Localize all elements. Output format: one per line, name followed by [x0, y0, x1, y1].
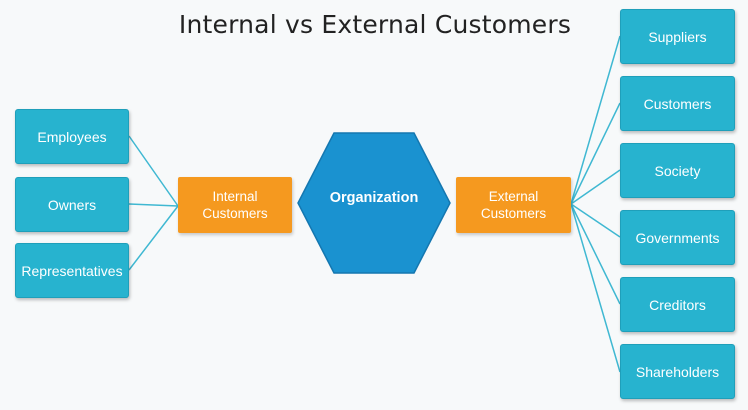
- node-society-label: Society: [654, 162, 701, 179]
- node-employees-label: Employees: [37, 128, 107, 145]
- node-society: Society: [620, 143, 735, 198]
- internal-label-line2: Customers: [202, 206, 268, 221]
- node-suppliers-label: Suppliers: [648, 28, 707, 45]
- connector-suppliers: [570, 35, 621, 205]
- diagram-title: Internal vs External Customers: [178, 10, 572, 39]
- node-customers-label: Customers: [643, 95, 712, 112]
- node-governments-label: Governments: [635, 229, 720, 246]
- node-creditors: Creditors: [620, 277, 735, 332]
- connector-representatives: [128, 205, 179, 271]
- organization-label: Organization: [329, 190, 419, 206]
- node-representatives: Representatives: [15, 243, 129, 298]
- connector-society: [570, 169, 621, 205]
- node-governments: Governments: [620, 210, 735, 265]
- node-shareholders-label: Shareholders: [635, 363, 720, 380]
- node-external-customers: External Customers: [456, 177, 571, 233]
- connector-governments: [570, 203, 621, 238]
- external-label-line1: External: [488, 189, 539, 204]
- node-creditors-label: Creditors: [649, 296, 706, 313]
- connector-shareholders: [570, 203, 621, 373]
- node-internal-customers: Internal Customers: [178, 177, 292, 233]
- internal-label-line1: Internal: [212, 189, 258, 204]
- connector-employees: [128, 135, 179, 207]
- connector-owners: [128, 203, 179, 207]
- node-employees: Employees: [15, 109, 129, 164]
- node-customers: Customers: [620, 76, 735, 131]
- node-owners-label: Owners: [47, 196, 97, 213]
- external-label-line2: Customers: [480, 206, 547, 221]
- node-owners: Owners: [15, 177, 129, 232]
- organization-hexagon: [297, 132, 451, 274]
- connector-creditors: [570, 203, 621, 305]
- node-suppliers: Suppliers: [620, 9, 735, 64]
- node-representatives-label: Representatives: [21, 262, 123, 279]
- node-shareholders: Shareholders: [620, 344, 735, 399]
- connector-customers: [570, 102, 621, 205]
